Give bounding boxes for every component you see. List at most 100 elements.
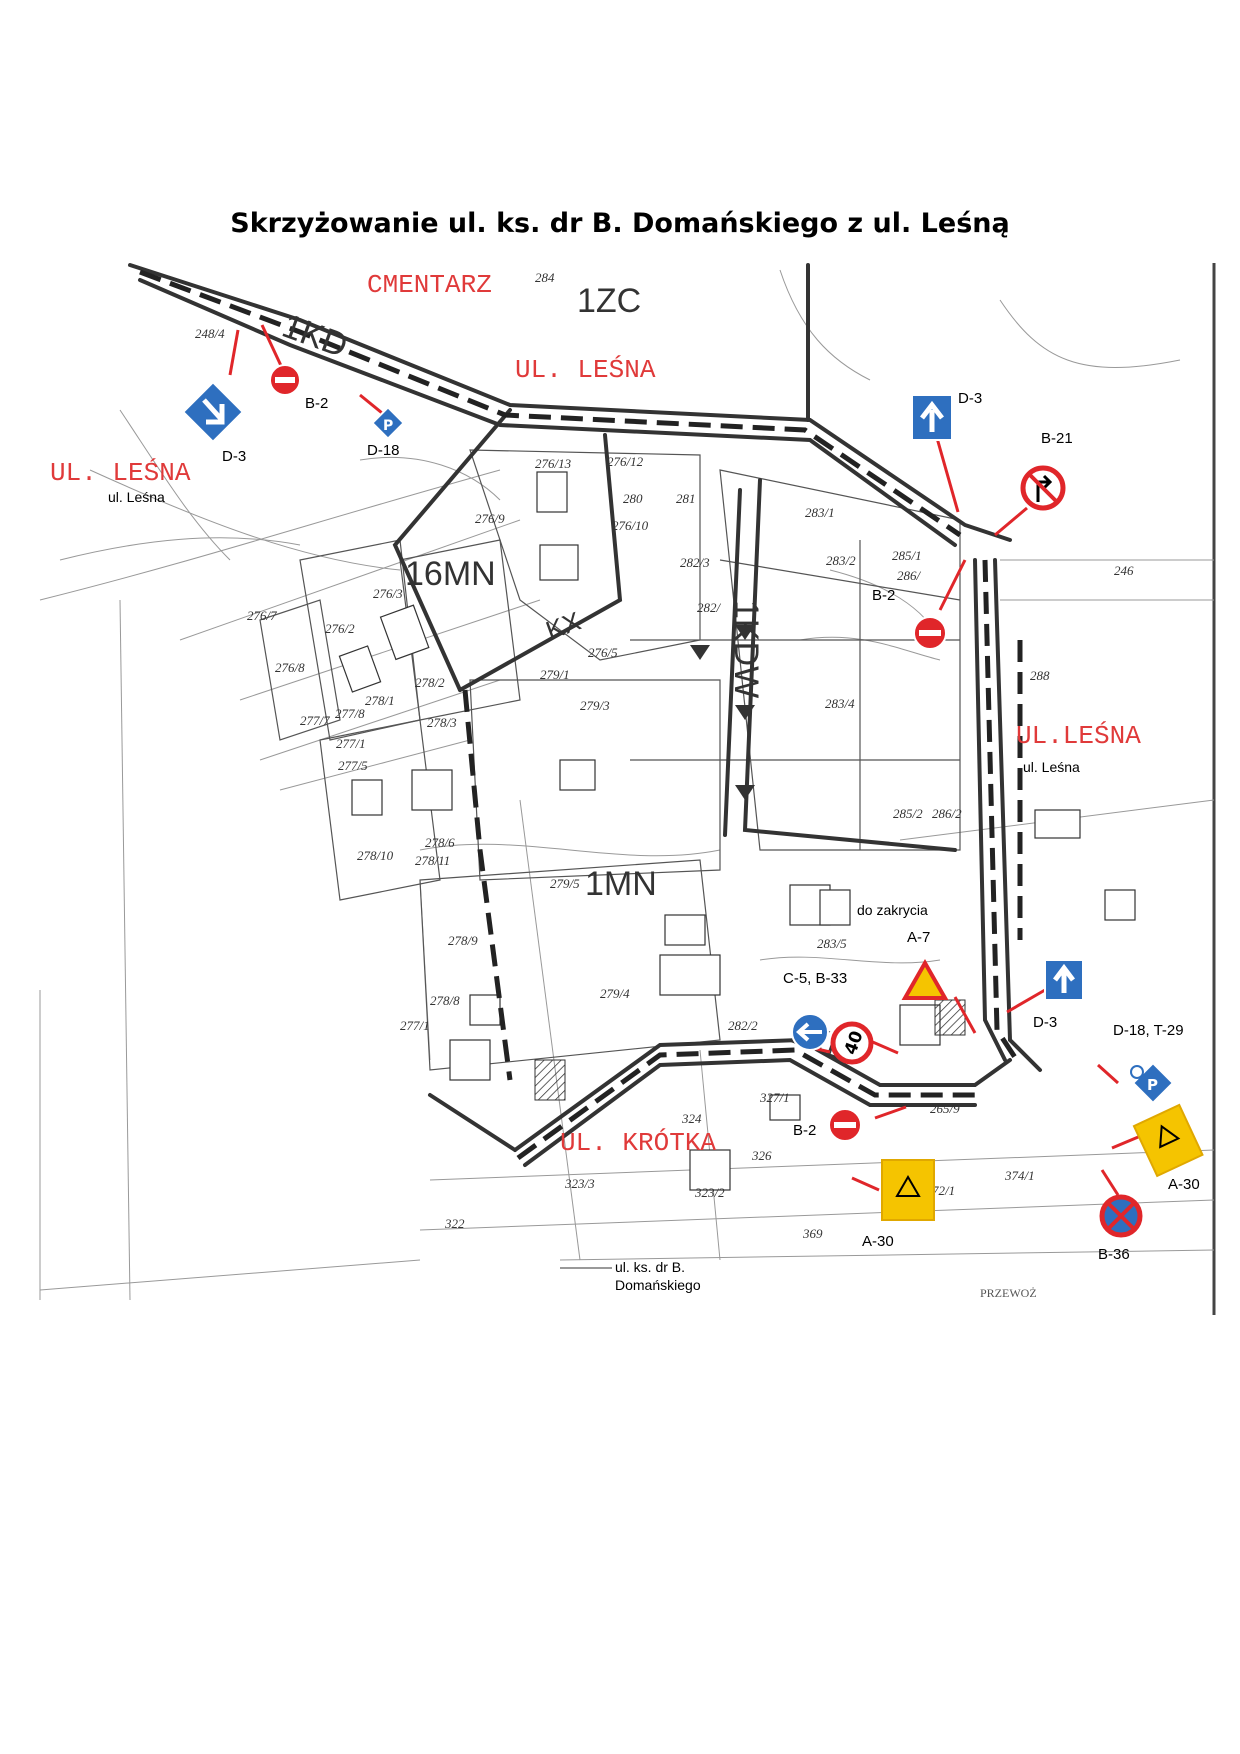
hatched-area [534, 1059, 566, 1101]
small-label-przewoz: PRZEWOŻ [980, 1286, 1037, 1300]
parcel-369: 369 [802, 1226, 823, 1241]
parcel-323-3: 323/3 [564, 1176, 595, 1191]
parcel-282-3: 282/3 [680, 555, 710, 570]
zone-1kdw: 1KDW [727, 600, 765, 698]
left-arrow-icon [795, 1022, 822, 1042]
road-dashes [139, 269, 1023, 1161]
sign-a30-bottom[interactable] [881, 1159, 935, 1221]
code-d3-top-right: D-3 [958, 390, 982, 407]
parcel-326: 326 [751, 1148, 772, 1163]
sign-a7[interactable] [901, 958, 949, 1000]
parcel-286-2: 286/2 [932, 806, 962, 821]
parcel-278-6: 278/6 [425, 835, 455, 850]
parcel-276-7: 276/7 [247, 608, 277, 623]
parcel-numbers: 284 248/4 276/13 276/12 280 281 276/10 2… [195, 270, 1134, 1241]
zone-1mn: 1MN [585, 865, 657, 903]
parcel-279-5: 279/5 [550, 876, 580, 891]
sign-a30-right[interactable] [1132, 1103, 1204, 1178]
sign-b33[interactable]: 40 [830, 1021, 874, 1065]
parcel-279-4: 279/4 [600, 986, 630, 1001]
parcel-327-1: 327/1 [759, 1090, 790, 1105]
code-d18-t29: D-18, T-29 [1113, 1022, 1184, 1039]
road-edges [128, 263, 1042, 1167]
parcel-276-3: 276/3 [373, 586, 403, 601]
code-b21: B-21 [1041, 430, 1073, 447]
zone-16mn: 16MN [405, 555, 496, 593]
parking-icon: P [383, 418, 393, 434]
sign-d3-right[interactable] [1044, 959, 1084, 1001]
sign-d18-top[interactable]: P [371, 406, 405, 440]
no-entry-icon [275, 377, 295, 383]
parcel-248-4: 248/4 [195, 326, 225, 341]
map-title: Skrzyżowanie ul. ks. dr B. Domańskiego z… [230, 208, 1010, 239]
parcel-285-1: 285/1 [892, 548, 922, 563]
sign-b21[interactable] [1020, 465, 1066, 511]
parcel-322: 322 [444, 1216, 465, 1231]
sign-b2-middle[interactable] [913, 616, 947, 650]
parcel-282: 282/ [697, 600, 722, 615]
code-a30-right: A-30 [1168, 1176, 1200, 1193]
code-b36: B-36 [1098, 1246, 1130, 1263]
parcel-279-3: 279/3 [580, 698, 610, 713]
parcel-277-5: 277/5 [338, 758, 368, 773]
sign-d3-top-right[interactable] [911, 394, 953, 441]
sign-c5[interactable] [791, 1013, 829, 1051]
parcel-277-8: 277/8 [335, 706, 365, 721]
code-d18-top: D-18 [367, 442, 400, 459]
parcel-283-5: 283/5 [817, 936, 847, 951]
parcel-280: 280 [623, 491, 643, 506]
up-arrow-icon [920, 400, 944, 432]
parcel-276-10: 276/10 [612, 518, 649, 533]
parcel-281: 281 [676, 491, 696, 506]
parcel-284: 284 [535, 270, 555, 285]
parcel-72-1: 72/1 [932, 1183, 955, 1198]
parcel-278-1: 278/1 [365, 693, 395, 708]
zone-1zc: 1ZC [577, 282, 641, 320]
parcel-277-7: 277/7 [300, 713, 330, 728]
no-entry-icon-bottom [834, 1122, 856, 1128]
parcel-276-13: 276/13 [535, 456, 572, 471]
disabled-icon [1130, 1065, 1144, 1079]
label-lesna-top: UL. LEŚNA [515, 355, 656, 385]
small-label-domanskiego-1: ul. ks. dr B. [615, 1259, 685, 1275]
label-cmentarz: CMENTARZ [367, 270, 492, 300]
parcel-285-2: 285/2 [893, 806, 923, 821]
sign-b36[interactable] [1099, 1194, 1143, 1238]
parcel-283-4: 283/4 [825, 696, 855, 711]
parcel-279-1: 279/1 [540, 667, 570, 682]
label-lesna-left: UL. LEŚNA [50, 458, 191, 488]
yield-icon [901, 958, 949, 1000]
label-lesna-right: UL.LEŚNA [1016, 721, 1141, 751]
parcel-278-11: 278/11 [415, 853, 450, 868]
code-b2-bottom: B-2 [793, 1122, 816, 1139]
parcel-282-2: 282/2 [728, 1018, 758, 1033]
parking-icon-right: P [1147, 1076, 1158, 1094]
parcel-374-1: 374/1 [1004, 1168, 1035, 1183]
road-arrows [690, 625, 755, 800]
parcel-288: 288 [1030, 668, 1050, 683]
parcel-246: 246 [1114, 563, 1134, 578]
up-arrow-icon-right [1053, 963, 1075, 993]
diagonal-arrow-icon [202, 398, 225, 425]
sign-d3-left[interactable] [181, 380, 245, 444]
parcel-278-3: 278/3 [427, 715, 457, 730]
sign-b2-top[interactable] [269, 364, 301, 396]
code-a30-bottom: A-30 [862, 1233, 894, 1250]
parcel-323-2: 323/2 [694, 1185, 725, 1200]
parcel-265-9: 265/9 [930, 1101, 960, 1116]
code-d3-left: D-3 [222, 448, 246, 465]
parcel-276-12: 276/12 [607, 454, 644, 469]
code-b2-top: B-2 [305, 395, 328, 412]
small-label-do-zakrycia: do zakrycia [857, 902, 928, 918]
parcel-276-9: 276/9 [475, 511, 505, 526]
sign-d18-t29[interactable]: P [1130, 1061, 1175, 1105]
parcel-277-1b: 277/1 [400, 1018, 430, 1033]
code-a7: A-7 [907, 929, 930, 946]
parcel-276-5: 276/5 [588, 645, 618, 660]
parcel-278-2: 278/2 [415, 675, 445, 690]
small-label-lesna-left: ul. Leśna [108, 489, 165, 505]
parcel-283-1: 283/1 [805, 505, 835, 520]
parcel-276-2: 276/2 [325, 621, 355, 636]
sign-b2-bottom[interactable] [828, 1108, 862, 1142]
